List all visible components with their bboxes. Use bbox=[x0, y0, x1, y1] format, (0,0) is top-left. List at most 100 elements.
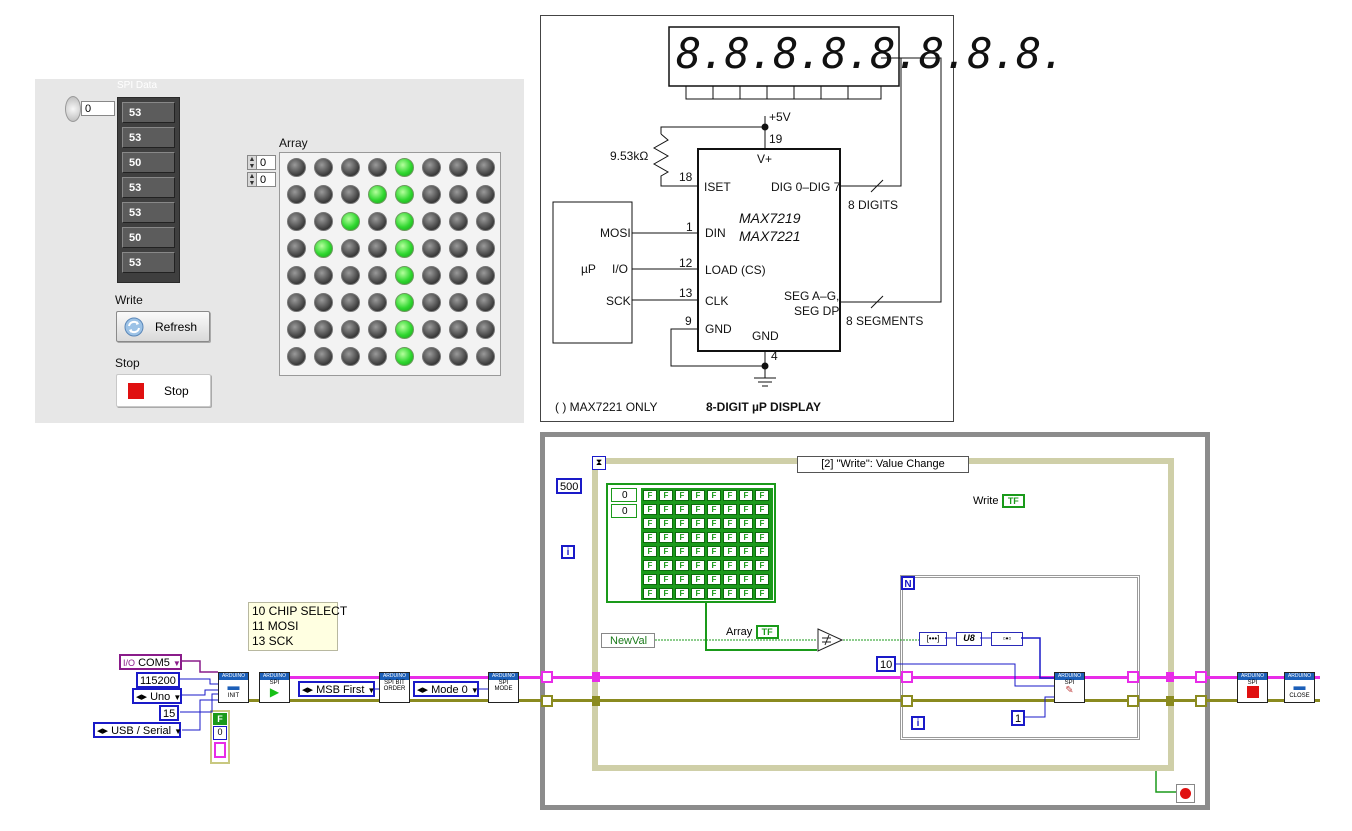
led-off[interactable] bbox=[341, 293, 360, 312]
boolean-cell[interactable]: F bbox=[659, 574, 673, 585]
pin-comment[interactable]: 10 CHIP SELECT 11 MOSI 13 SCK bbox=[248, 602, 347, 651]
led-on[interactable] bbox=[314, 239, 333, 258]
led-off[interactable] bbox=[476, 320, 495, 339]
led-off[interactable] bbox=[368, 212, 387, 231]
led-off[interactable] bbox=[422, 158, 441, 177]
error-cluster-wire[interactable] bbox=[248, 699, 1320, 702]
boolean-cell[interactable]: F bbox=[675, 532, 689, 543]
boolean-cell[interactable]: F bbox=[707, 532, 721, 543]
boolean-cell[interactable]: F bbox=[659, 490, 673, 501]
led-off[interactable] bbox=[314, 293, 333, 312]
led-off[interactable] bbox=[422, 239, 441, 258]
led-off[interactable] bbox=[449, 320, 468, 339]
boolean-cell[interactable]: F bbox=[723, 588, 737, 599]
boolean-cell[interactable]: F bbox=[707, 574, 721, 585]
led-off[interactable] bbox=[314, 158, 333, 177]
event-tunnel[interactable] bbox=[1166, 672, 1174, 682]
boolean-cell[interactable]: F bbox=[739, 574, 753, 585]
led-off[interactable] bbox=[287, 158, 306, 177]
boolean-cell[interactable]: F bbox=[755, 518, 769, 529]
connection-type-constant[interactable]: ◂▸ USB / Serial ▼ bbox=[93, 722, 182, 738]
spi-mode-constant[interactable]: ◂▸ Mode 0 ▼ bbox=[413, 681, 479, 697]
led-off[interactable] bbox=[314, 266, 333, 285]
boolean-cell[interactable]: F bbox=[755, 546, 769, 557]
led-off[interactable] bbox=[287, 212, 306, 231]
boolean-cell[interactable]: F bbox=[643, 518, 657, 529]
spi-data-element[interactable]: 53 bbox=[122, 177, 175, 198]
led-off[interactable] bbox=[287, 266, 306, 285]
spi-data-element[interactable]: 53 bbox=[122, 252, 175, 273]
led-on[interactable] bbox=[341, 212, 360, 231]
boolean-cell[interactable]: F bbox=[723, 490, 737, 501]
boolean-cell[interactable]: F bbox=[643, 560, 657, 571]
build-array-icon[interactable]: ▫•▫ bbox=[991, 632, 1023, 646]
led-on[interactable] bbox=[395, 347, 414, 366]
boolean-cell[interactable]: F bbox=[691, 490, 705, 501]
boolean-cell[interactable]: F bbox=[643, 532, 657, 543]
led-off[interactable] bbox=[449, 185, 468, 204]
boolean-cell[interactable]: F bbox=[659, 588, 673, 599]
boolean-cell[interactable]: F bbox=[659, 532, 673, 543]
boolean-cell[interactable]: F bbox=[643, 490, 657, 501]
boolean-cell[interactable]: F bbox=[691, 518, 705, 529]
boolean-cell[interactable]: F bbox=[675, 588, 689, 599]
shift-register-left[interactable] bbox=[541, 695, 553, 707]
spi-data-element[interactable]: 53 bbox=[122, 127, 175, 148]
spi-close-vi[interactable]: ARDUINO SPI bbox=[1237, 672, 1268, 703]
led-off[interactable] bbox=[368, 320, 387, 339]
led-on[interactable] bbox=[395, 293, 414, 312]
boolean-cell[interactable]: F bbox=[675, 574, 689, 585]
led-off[interactable] bbox=[287, 185, 306, 204]
boolean-cell[interactable]: F bbox=[739, 518, 753, 529]
boolean-cell[interactable]: F bbox=[739, 490, 753, 501]
boolean-cell[interactable]: F bbox=[643, 504, 657, 515]
boolean-cell[interactable]: F bbox=[707, 546, 721, 557]
boolean-cell[interactable]: F bbox=[739, 546, 753, 557]
com-port-constant[interactable]: I/O COM5 ▼ bbox=[119, 654, 182, 670]
led-on[interactable] bbox=[395, 239, 414, 258]
not-equal-icon[interactable] bbox=[817, 628, 844, 652]
led-off[interactable] bbox=[341, 347, 360, 366]
led-off[interactable] bbox=[476, 185, 495, 204]
array-row-index[interactable]: 0 bbox=[256, 155, 276, 170]
boolean-cell[interactable]: F bbox=[675, 546, 689, 557]
board-type-constant[interactable]: ◂▸ Uno ▼ bbox=[132, 688, 182, 704]
shift-register-right[interactable] bbox=[1195, 695, 1207, 707]
boolean-cell[interactable]: F bbox=[691, 560, 705, 571]
led-off[interactable] bbox=[422, 347, 441, 366]
led-off[interactable] bbox=[287, 293, 306, 312]
led-off[interactable] bbox=[368, 293, 387, 312]
timeout-constant[interactable]: 500 bbox=[556, 478, 583, 494]
spi-data-index[interactable]: 0 bbox=[81, 101, 115, 116]
boolean-cell[interactable]: F bbox=[675, 504, 689, 515]
event-case-selector[interactable]: [2] "Write": Value Change bbox=[797, 456, 969, 473]
boolean-cell[interactable]: F bbox=[707, 588, 721, 599]
led-off[interactable] bbox=[368, 347, 387, 366]
newval-terminal[interactable]: NewVal bbox=[601, 633, 655, 648]
led-off[interactable] bbox=[476, 212, 495, 231]
for-loop-shift-register[interactable] bbox=[1127, 695, 1139, 707]
arduino-init-vi[interactable]: ARDUINO ▬ INIT bbox=[218, 672, 249, 703]
led-off[interactable] bbox=[341, 266, 360, 285]
for-loop-shift-register[interactable] bbox=[901, 671, 913, 683]
boolean-cell[interactable]: F bbox=[723, 560, 737, 571]
boolean-cell[interactable]: F bbox=[755, 532, 769, 543]
boolean-cell[interactable]: F bbox=[739, 588, 753, 599]
array-to-number-icon[interactable]: [•••] bbox=[919, 632, 947, 646]
spi-bit-order-vi[interactable]: ARDUINO SPI BIT ORDER bbox=[379, 672, 410, 703]
boolean-cell[interactable]: F bbox=[659, 518, 673, 529]
boolean-cell[interactable]: F bbox=[723, 574, 737, 585]
led-off[interactable] bbox=[422, 320, 441, 339]
led-off[interactable] bbox=[476, 347, 495, 366]
boolean-cell[interactable]: F bbox=[659, 504, 673, 515]
boolean-cell[interactable]: F bbox=[643, 588, 657, 599]
array-terminal[interactable]: Array TF bbox=[726, 624, 779, 639]
for-loop-shift-register[interactable] bbox=[901, 695, 913, 707]
boolean-cell[interactable]: F bbox=[643, 574, 657, 585]
boolean-cell[interactable]: F bbox=[691, 546, 705, 557]
baud-rate-constant[interactable]: 115200 bbox=[136, 672, 180, 688]
boolean-cell[interactable]: F bbox=[707, 560, 721, 571]
boolean-cell[interactable]: F bbox=[755, 560, 769, 571]
boolean-cell[interactable]: F bbox=[675, 490, 689, 501]
led-off[interactable] bbox=[314, 185, 333, 204]
